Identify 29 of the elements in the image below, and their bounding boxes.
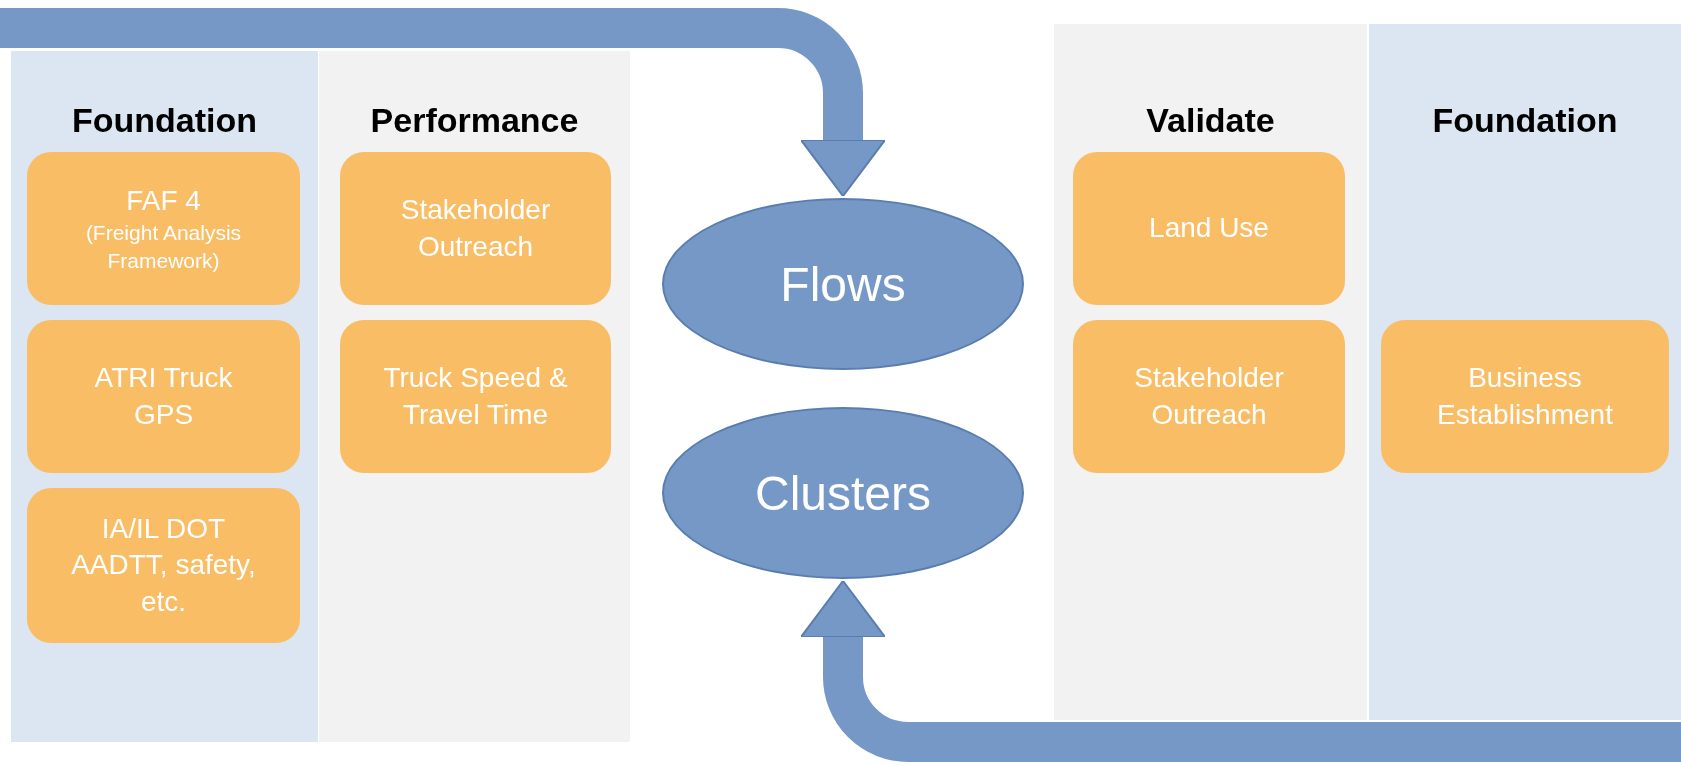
- flow-arrow: [0, 8, 886, 197]
- box-text: Business Establishment: [1436, 361, 1614, 432]
- ellipse-label: Clusters: [754, 465, 931, 521]
- column-heading: Performance: [369, 101, 580, 140]
- data-source-box: [1073, 152, 1345, 305]
- box-text: FAF 4: [126, 184, 201, 218]
- data-source-box: [340, 320, 611, 473]
- column-heading: Foundation: [1431, 101, 1619, 140]
- box-text: Stakeholder Outreach: [399, 193, 552, 264]
- column-heading: Foundation: [70, 101, 259, 140]
- column-panel: [1054, 24, 1367, 720]
- ellipse-label: Flows: [780, 256, 906, 312]
- column-panel: [1369, 24, 1681, 720]
- box-text: (Freight Analysis Framework): [84, 220, 243, 274]
- column-panel: [319, 51, 630, 742]
- data-source-box: [340, 152, 611, 305]
- data-source-box: [27, 488, 300, 643]
- flow-arrow: [800, 580, 1681, 762]
- data-source-box: [27, 320, 300, 473]
- data-source-box: [1381, 320, 1669, 473]
- box-text: ATRI Truck GPS: [93, 361, 234, 432]
- box-text: Truck Speed & Travel Time: [382, 361, 569, 432]
- column-heading: Validate: [1145, 101, 1276, 140]
- box-text: Land Use: [1149, 211, 1269, 246]
- box-text: IA/IL DOT AADTT, safety, etc.: [70, 511, 257, 619]
- data-source-box: [1073, 320, 1345, 473]
- box-text: Stakeholder Outreach: [1133, 361, 1285, 432]
- data-source-box: [27, 152, 300, 305]
- column-panel: [11, 51, 318, 742]
